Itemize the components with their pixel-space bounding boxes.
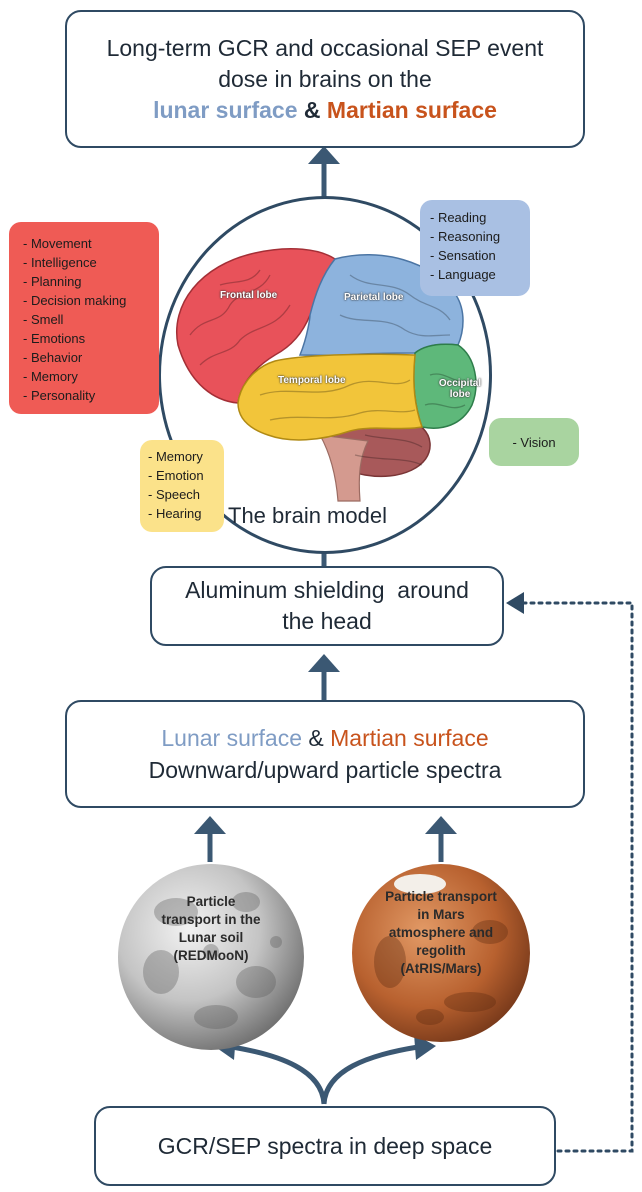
lunar-surface-label: lunar surface — [153, 97, 297, 123]
shielding-line-2: the head — [282, 606, 372, 637]
occipital-lobe-text: Occipital lobe — [439, 378, 481, 400]
surface-ampersand: & — [308, 725, 323, 751]
deep-space-label: GCR/SEP spectra in deep space — [158, 1133, 493, 1160]
dose-line-1: Long-term GCR and occasional SEP event — [107, 33, 544, 64]
dose-box: Long-term GCR and occasional SEP event d… — [65, 10, 585, 148]
lunar-surface-text: Lunar surface — [161, 725, 302, 751]
aluminum-shielding-box: Aluminum shielding around the head — [150, 566, 504, 646]
temporal-functions-box: - Memory- Emotion- Speech- Hearing — [140, 440, 224, 532]
moon-label-line-2: transport in the — [126, 911, 296, 929]
parietal-function-item: - Reasoning — [430, 227, 520, 246]
frontal-function-item: - Intelligence — [23, 253, 149, 272]
arrow-space-to-mars — [324, 1047, 418, 1104]
arrowhead-brain-to-dose — [308, 146, 340, 164]
temporal-lobe-label: Temporal lobe — [278, 375, 346, 386]
occipital-function-item: - Vision — [512, 433, 555, 452]
frontal-functions-box: - Movement- Intelligence- Planning- Deci… — [9, 222, 159, 414]
mars-label: Particle transport in Mars atmosphere an… — [356, 888, 526, 978]
martian-surface-label: Martian surface — [327, 97, 497, 123]
temporal-function-item: - Speech — [148, 485, 214, 504]
temporal-function-item: - Emotion — [148, 466, 214, 485]
frontal-function-item: - Personality — [23, 386, 149, 405]
moon-label: Particle transport in the Lunar soil (RE… — [126, 893, 296, 965]
martian-surface-text: Martian surface — [330, 725, 489, 751]
occipital-functions-box: - Vision — [489, 418, 579, 466]
parietal-function-item: - Reading — [430, 208, 520, 227]
frontal-function-item: - Movement — [23, 234, 149, 253]
parietal-lobe-label: Parietal lobe — [344, 292, 403, 303]
temporal-function-item: - Memory — [148, 447, 214, 466]
temporal-lobe — [238, 354, 422, 440]
mars-label-line-1: Particle transport — [356, 888, 526, 906]
mars-label-line-2: in Mars — [356, 906, 526, 924]
brain-model-caption: The brain model — [228, 503, 387, 529]
mars-label-line-3: atmosphere and — [356, 924, 526, 942]
dose-line-3: lunar surface & Martian surface — [153, 95, 497, 126]
frontal-function-item: - Behavior — [23, 348, 149, 367]
mars-label-line-5: (AtRIS/Mars) — [356, 960, 526, 978]
frontal-function-item: - Planning — [23, 272, 149, 291]
dose-line-2: dose in brains on the — [218, 64, 432, 95]
occipital-lobe-label: Occipital lobe — [432, 378, 488, 400]
surface-spectra-box: Lunar surface & Martian surface Downward… — [65, 700, 585, 808]
temporal-function-item: - Hearing — [148, 504, 214, 523]
arrowhead-moon-to-surface — [194, 816, 226, 834]
frontal-function-item: - Emotions — [23, 329, 149, 348]
dotted-feedback-line — [524, 603, 632, 1151]
parietal-function-item: - Sensation — [430, 246, 520, 265]
surface-line-1: Lunar surface & Martian surface — [161, 722, 488, 754]
arrow-space-to-moon — [232, 1047, 324, 1104]
parietal-function-item: - Language — [430, 265, 520, 284]
moon-label-line-4: (REDMooN) — [126, 947, 296, 965]
arrowhead-surface-to-shield — [308, 654, 340, 672]
shielding-line-1: Aluminum shielding around — [185, 575, 469, 606]
brainstem — [320, 435, 368, 501]
arrowhead-feedback-to-shield — [506, 592, 524, 614]
frontal-function-item: - Decision making — [23, 291, 149, 310]
arrowhead-mars-to-surface — [425, 816, 457, 834]
surface-line-2: Downward/upward particle spectra — [149, 754, 502, 786]
frontal-function-item: - Smell — [23, 310, 149, 329]
moon-label-line-1: Particle — [126, 893, 296, 911]
frontal-function-item: - Memory — [23, 367, 149, 386]
ampersand: & — [304, 97, 321, 123]
parietal-functions-box: - Reading- Reasoning- Sensation- Languag… — [420, 200, 530, 296]
deep-space-spectra-box: GCR/SEP spectra in deep space — [94, 1106, 556, 1186]
moon-label-line-3: Lunar soil — [126, 929, 296, 947]
mars-label-line-4: regolith — [356, 942, 526, 960]
frontal-lobe-label: Frontal lobe — [220, 290, 277, 301]
